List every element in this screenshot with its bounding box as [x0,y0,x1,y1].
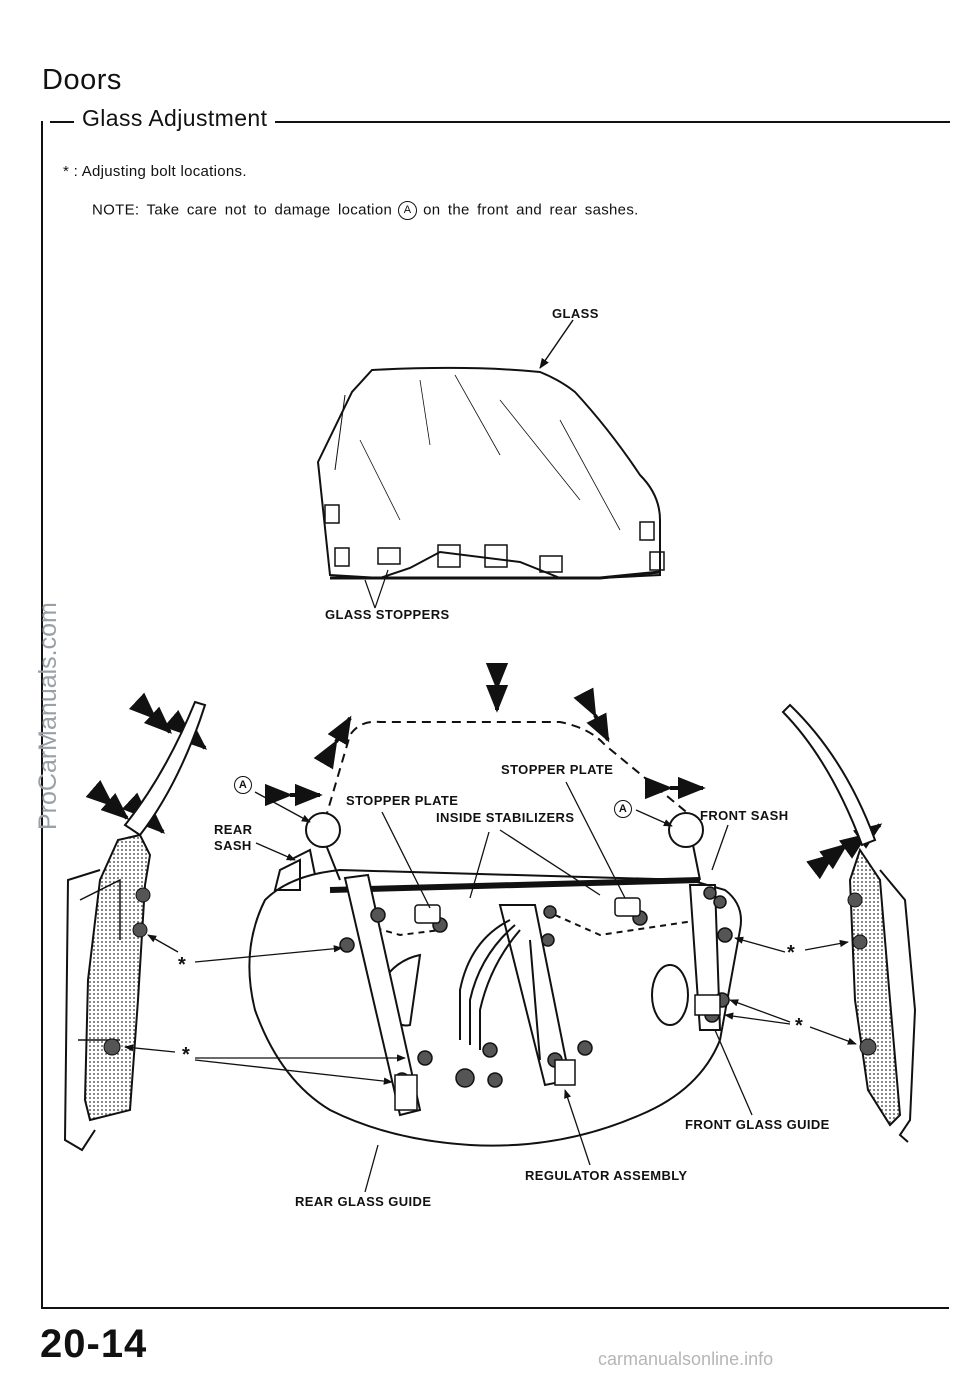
page-number: 20-14 [40,1322,148,1366]
label-inside-stabilizers: INSIDE STABILIZERS [436,810,575,825]
subsection-title: Glass Adjustment [74,105,276,132]
glass-panel [316,366,665,580]
asterisk-left-upper: * [178,954,187,976]
door-inner-panel [248,829,742,1147]
label-front-sash: FRONT SASH [700,808,789,823]
location-a-marker: A [398,201,418,220]
asterisk-left-lower: * [182,1044,191,1066]
label-stopper-plate-left: STOPPER PLATE [346,793,459,808]
front-sash [781,703,917,1143]
note-prefix: NOTE: Take care not to damage location [92,201,393,219]
label-glass-stoppers: GLASS STOPPERS [325,607,450,622]
label-location-a-right: A [614,800,632,818]
label-stopper-plate-right: STOPPER PLATE [501,762,614,777]
section-rule-top [50,121,950,123]
asterisk-right-lower: * [795,1015,804,1037]
label-location-a-left: A [234,776,252,794]
watermark-text: ProCarManuals.com [34,602,62,830]
section-rule-left [41,121,43,1309]
label-glass: GLASS [552,306,599,321]
label-regulator-assembly: REGULATOR ASSEMBLY [525,1168,688,1183]
section-rule-bottom [41,1307,949,1309]
label-front-glass-guide: FRONT GLASS GUIDE [685,1117,830,1132]
asterisk-right-upper: * [787,942,796,964]
legend-text: * : Adjusting bolt locations. [63,163,247,180]
rear-sash [63,700,207,1152]
note-suffix: on the front and rear sashes. [423,201,639,219]
footer-site: carmanualsonline.info [598,1349,774,1369]
section-title: Doors [42,64,122,96]
label-rear-sash-line2: SASH [214,838,252,853]
label-rear-sash-line1: REAR [214,822,253,837]
label-rear-glass-guide: REAR GLASS GUIDE [295,1194,432,1209]
